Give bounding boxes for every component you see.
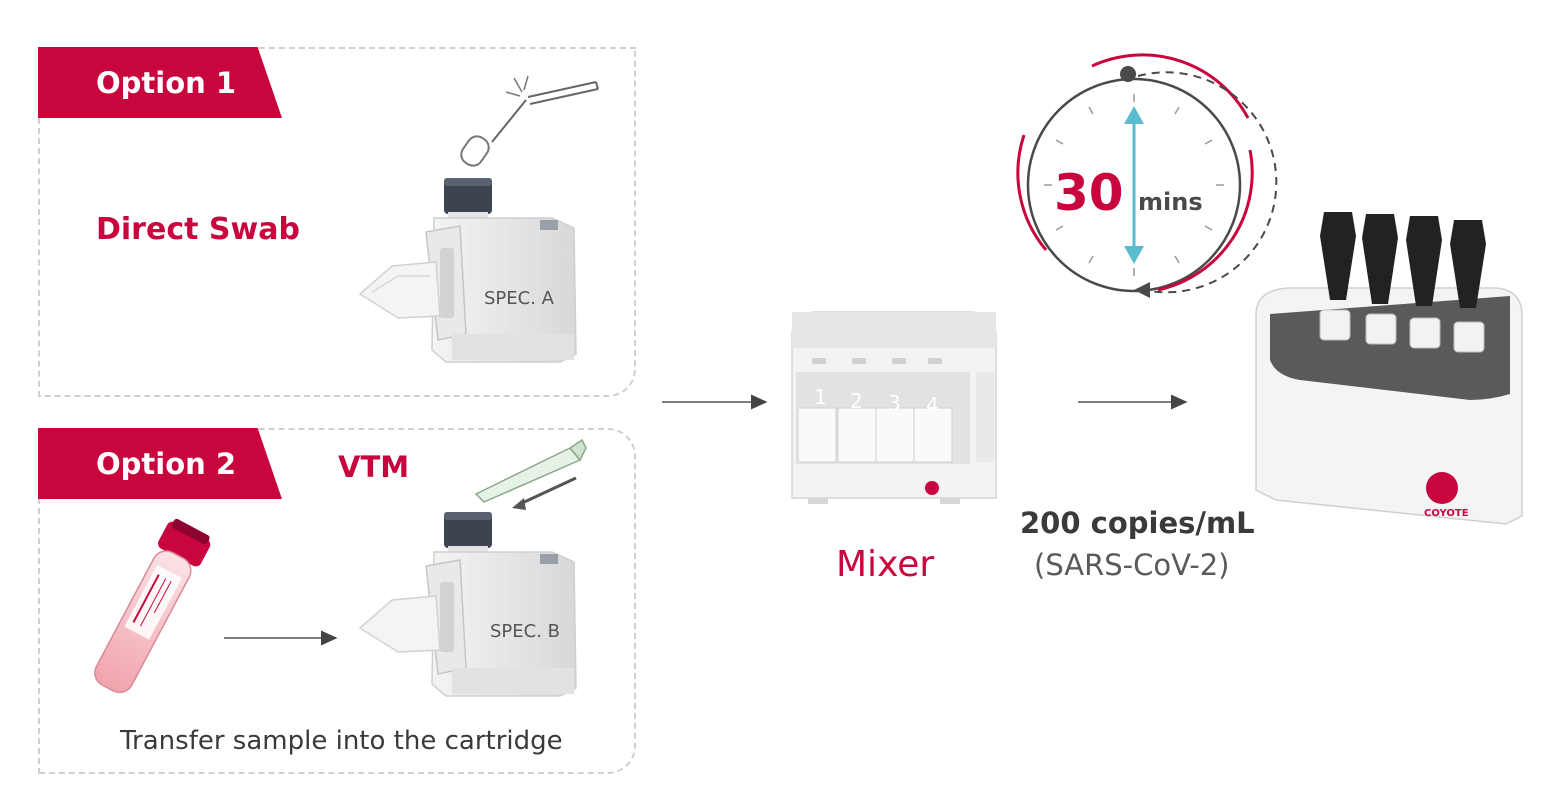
mixer-device-icon xyxy=(791,311,997,504)
transfer-caption: Transfer sample into the cartridge xyxy=(120,726,563,756)
vtm-label: VTM xyxy=(338,450,410,484)
mixer-slot-4: 4 xyxy=(926,393,939,417)
option2-tab: Option 2 xyxy=(38,428,282,499)
option1-tab: Option 1 xyxy=(38,47,282,118)
analyzer-device-icon xyxy=(1255,212,1523,525)
option1-panel xyxy=(38,47,636,397)
mixer-slot-3: 3 xyxy=(888,391,901,415)
option2-panel xyxy=(38,428,636,774)
timer-unit: mins xyxy=(1138,188,1203,216)
swab-icon xyxy=(460,75,599,167)
sensitivity-target: (SARS-CoV-2) xyxy=(1034,548,1230,582)
timer-value: 30 xyxy=(1054,164,1124,222)
timer-icon xyxy=(1016,53,1278,298)
sensitivity-value: 200 copies/mL xyxy=(1020,506,1255,540)
cartridge-icon-b xyxy=(358,512,577,697)
cartridge-a-label: SPEC. A xyxy=(484,288,555,309)
vtm-tube-icon xyxy=(94,518,211,694)
cartridge-b-label: SPEC. B xyxy=(490,621,560,642)
mixer-slot-2: 2 xyxy=(850,389,863,413)
mixer-slot-1: 1 xyxy=(814,385,827,409)
cartridge-icon-a xyxy=(358,178,577,363)
direct-swab-label: Direct Swab xyxy=(96,212,300,247)
pipette-icon xyxy=(474,438,587,510)
mixer-label: Mixer xyxy=(836,544,935,585)
analyzer-brand: COYOTE xyxy=(1424,508,1469,519)
